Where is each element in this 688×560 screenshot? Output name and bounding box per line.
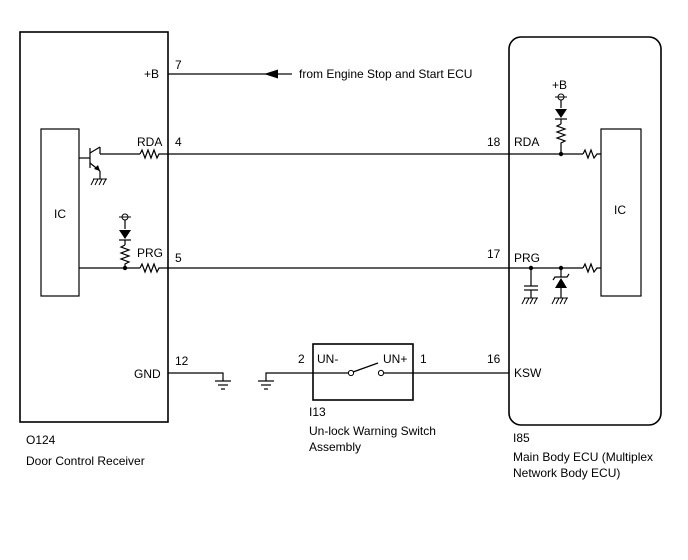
main-body-ecu: IC +B 18 RDA 17 PRG [487, 36, 662, 480]
external-source-label: from Engine Stop and Start ECU [299, 67, 472, 81]
left-pin-7-number: 7 [175, 58, 182, 72]
left-pin-rda-label: RDA [137, 135, 162, 149]
left-ic-block [40, 128, 80, 297]
door-control-receiver-box [19, 31, 169, 423]
right-component-code: I85 [513, 431, 530, 445]
ground-icon [258, 380, 274, 390]
capacitor-icon [524, 268, 538, 298]
resistor-icon [139, 262, 168, 274]
resistor-icon [582, 262, 601, 274]
resistor-icon [582, 148, 601, 160]
switch-code: I13 [309, 405, 326, 419]
ground-icon [90, 178, 107, 186]
unlock-warning-switch: 2 UN- UN+ 1 I13 Un-lock Warning Switch A… [258, 343, 509, 454]
switch-pin-1-number: 1 [420, 352, 427, 366]
resistor-icon [555, 123, 567, 154]
left-component-code: O124 [26, 433, 56, 447]
right-pin-18-number: 18 [487, 135, 501, 149]
ground-icon [215, 380, 231, 390]
door-control-receiver: IC +B 7 RDA 4 PRG 5 [19, 31, 292, 468]
right-pin-16-number: 16 [487, 352, 501, 366]
right-ic-label: IC [614, 203, 626, 217]
switch-pin-2-number: 2 [298, 352, 305, 366]
right-pin-ksw-label: KSW [514, 366, 542, 380]
right-pin-17-number: 17 [487, 247, 501, 261]
zener-diode-icon [552, 268, 570, 298]
right-component-name-line2: Network Body ECU) [513, 466, 620, 480]
switch-name-line1: Un-lock Warning Switch [309, 424, 436, 438]
switch-box [312, 343, 414, 401]
right-pin-prg-label: PRG [514, 251, 540, 265]
right-component-name-line1: Main Body ECU (Multiplex [513, 450, 653, 464]
left-pin-5-number: 5 [175, 251, 182, 265]
right-ic-block [600, 128, 642, 297]
supply-terminal-icon [119, 213, 131, 229]
left-pin-12-number: 12 [175, 354, 189, 368]
switch-pin-un-plus-label: UN+ [383, 352, 407, 366]
left-pin-gnd-label: GND [134, 367, 161, 381]
left-pin-4-number: 4 [175, 135, 182, 149]
left-pin-plusb-label: +B [144, 67, 159, 81]
switch-contact-icon [313, 362, 413, 377]
resistor-icon [139, 148, 168, 160]
ground-icon [521, 297, 538, 305]
main-body-ecu-box [508, 36, 662, 426]
ground-icon [551, 297, 568, 305]
diode-icon [555, 109, 567, 124]
resistor-icon [119, 244, 131, 268]
left-ic-label: IC [54, 207, 66, 221]
left-pin-prg-label: PRG [137, 246, 163, 260]
right-pin-rda-label: RDA [514, 135, 539, 149]
left-component-name: Door Control Receiver [26, 454, 145, 468]
right-supply-label: +B [552, 78, 567, 92]
arrow-icon [264, 69, 278, 79]
transistor-icon [79, 146, 140, 179]
switch-name-line2: Assembly [309, 440, 361, 454]
supply-terminal-icon [555, 93, 567, 108]
diode-icon [119, 230, 131, 245]
switch-pin-un-minus-label: UN- [317, 352, 338, 366]
